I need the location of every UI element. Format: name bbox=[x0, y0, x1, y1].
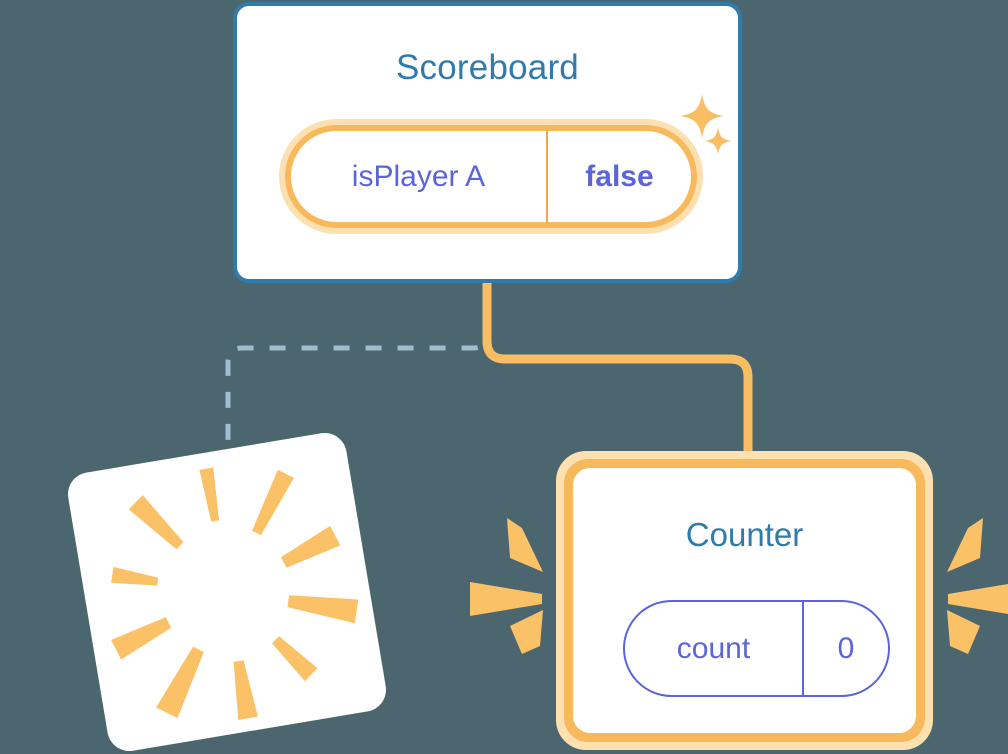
counter-state-value: 0 bbox=[837, 631, 855, 665]
blank-card-burst-icon bbox=[111, 467, 359, 720]
scoreboard-state-pill-body: isPlayer A false bbox=[291, 131, 691, 222]
connector-scoreboard-to-blank-card bbox=[225, 288, 490, 468]
blank-card[interactable] bbox=[64, 429, 390, 754]
counter-title: Counter bbox=[685, 516, 804, 553]
counter-card[interactable]: Counter count 0 bbox=[556, 451, 933, 750]
scoreboard-state-value: false bbox=[585, 159, 654, 193]
scoreboard-state-pill[interactable]: isPlayer A false bbox=[279, 119, 703, 234]
scoreboard-state-key: isPlayer A bbox=[351, 159, 486, 193]
scoreboard-state-divider bbox=[546, 131, 548, 222]
counter-card-body: Counter count 0 bbox=[573, 468, 916, 733]
sparkle-small-icon bbox=[703, 126, 733, 156]
counter-card-ring: Counter count 0 bbox=[564, 459, 925, 742]
scoreboard-card[interactable]: Scoreboard isPlayer A false bbox=[233, 2, 742, 283]
counter-burst-right-icon bbox=[947, 518, 1008, 654]
counter-state-key: count bbox=[676, 631, 751, 665]
counter-state-pill[interactable]: count 0 bbox=[623, 600, 890, 697]
sparkle-large-icon bbox=[678, 92, 726, 140]
connector-scoreboard-to-counter bbox=[482, 283, 753, 455]
scoreboard-title: Scoreboard bbox=[396, 48, 579, 87]
counter-burst-left-icon bbox=[470, 518, 543, 654]
counter-state-divider bbox=[802, 602, 804, 695]
scoreboard-state-pill-ring: isPlayer A false bbox=[285, 125, 697, 228]
